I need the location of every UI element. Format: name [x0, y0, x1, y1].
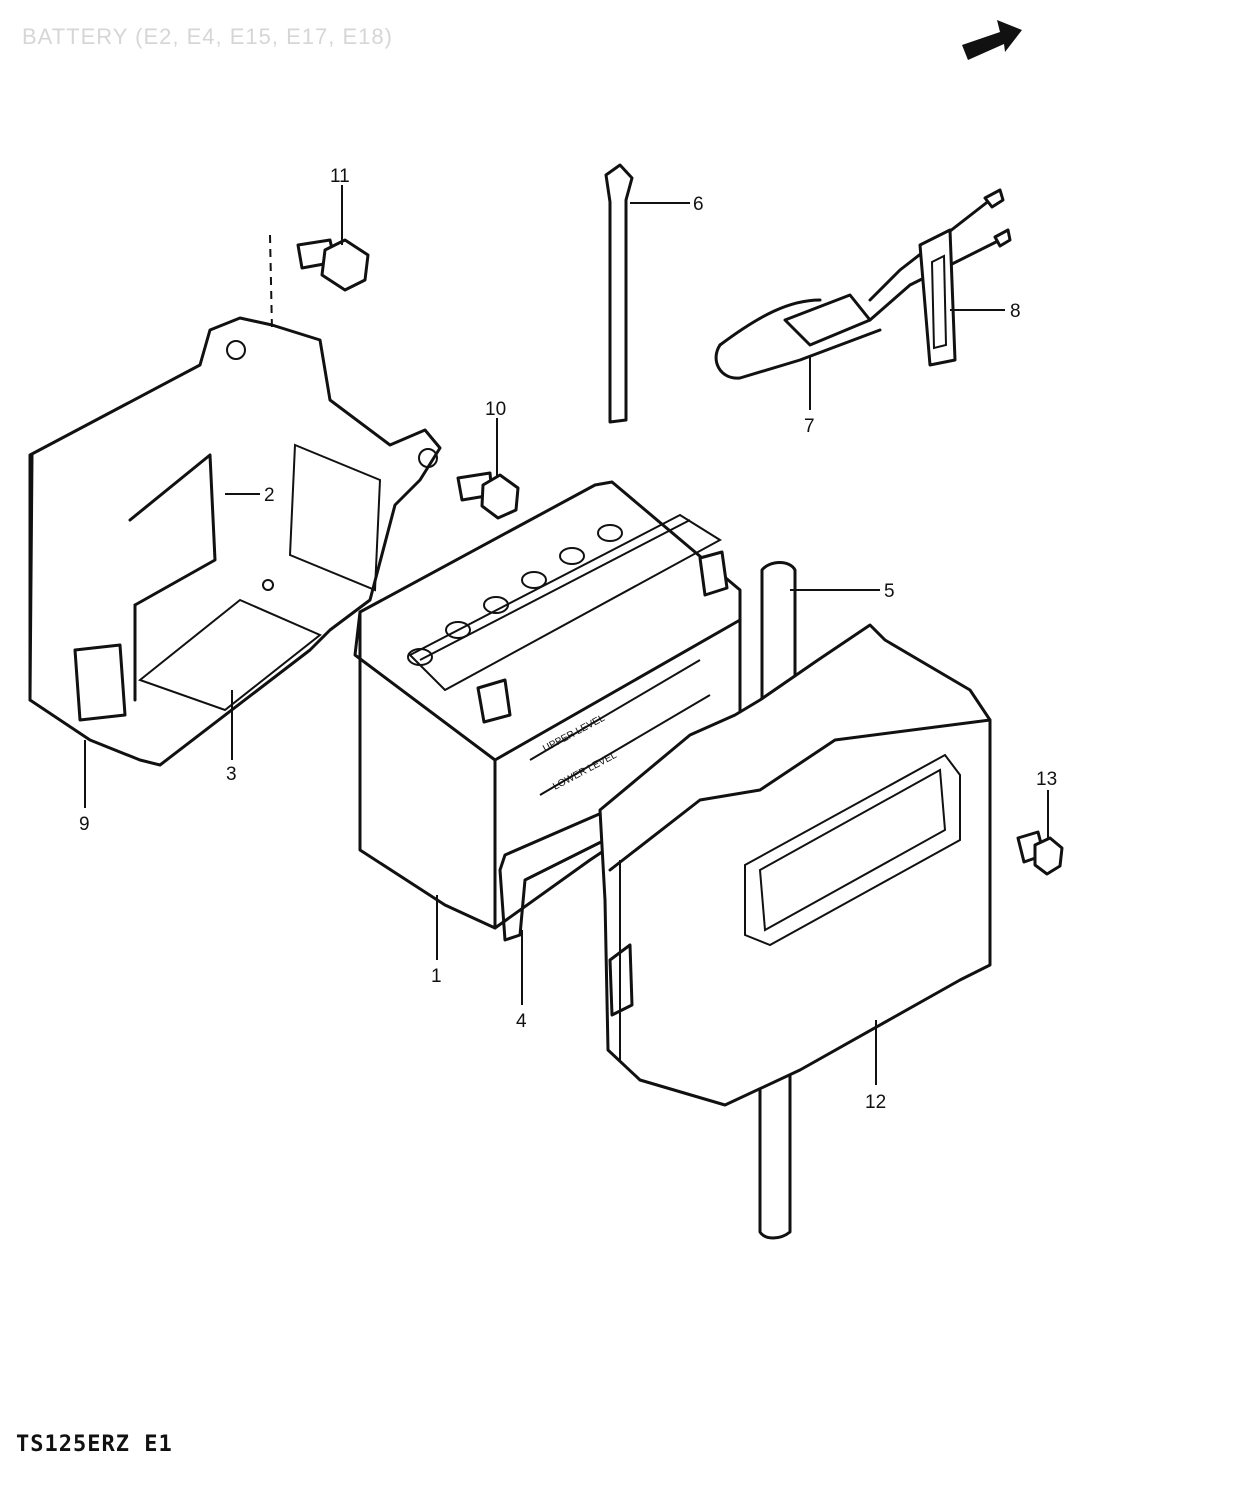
callout-9: 9	[79, 814, 90, 835]
clamp-drawing	[604, 163, 634, 424]
bolt-11-drawing	[296, 238, 370, 292]
diagram-title: BATTERY (E2, E4, E15, E17, E18)	[22, 24, 393, 49]
screw-13-drawing	[1016, 830, 1064, 876]
callout-1: 1	[431, 966, 442, 987]
callout-11: 11	[330, 166, 350, 187]
callout-6: 6	[693, 194, 704, 215]
callout-2: 2	[264, 485, 275, 506]
callout-8: 8	[1010, 301, 1021, 322]
callout-13: 13	[1036, 769, 1057, 790]
battery-cover-drawing	[598, 623, 992, 1107]
leader-lines	[84, 185, 1049, 1085]
model-code: TS125ERZ E1	[16, 1432, 173, 1457]
fuse-holder-drawing	[714, 188, 1012, 380]
callout-10: 10	[485, 399, 506, 420]
callout-5: 5	[884, 581, 895, 602]
callout-12: 12	[865, 1092, 886, 1113]
arrow-right-icon	[962, 20, 1022, 60]
callout-3: 3	[226, 764, 237, 785]
callout-labels: 1 2 3 4 5 6 7 8 9 10 11 12 13	[79, 166, 1057, 1113]
callout-7: 7	[804, 416, 815, 437]
callout-4: 4	[516, 1011, 527, 1032]
battery-holder-drawing	[28, 234, 442, 767]
bolt-10-drawing	[456, 471, 520, 520]
